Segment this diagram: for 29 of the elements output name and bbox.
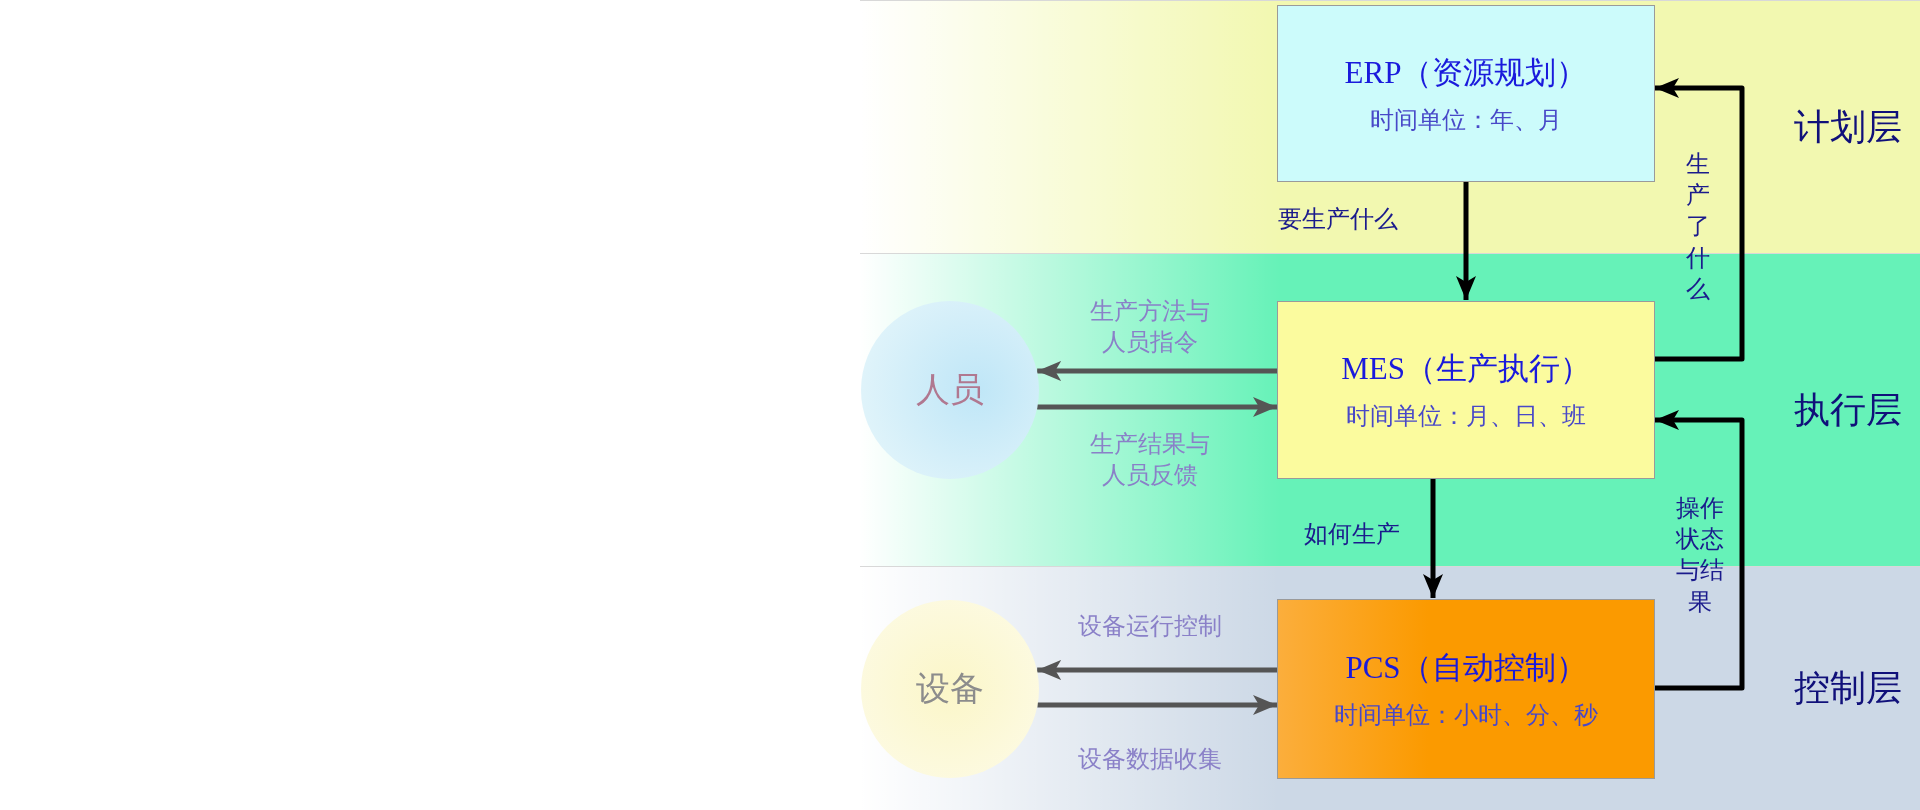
circle-label: 人员 (916, 368, 984, 411)
process-box (1277, 599, 1655, 779)
process-box (1277, 5, 1655, 182)
box-title: MES（生产执行） (1341, 350, 1591, 388)
arrow (1037, 660, 1277, 680)
box-subtitle: 时间单位：小时、分、秒 (1334, 701, 1598, 730)
edge-label: 生产结果与人员反馈 (1089, 428, 1211, 491)
edge-label: 设备数据收集 (1078, 744, 1222, 776)
box-subtitle: 时间单位：月、日、班 (1346, 402, 1586, 431)
layer-label: 计划层 (1794, 104, 1902, 149)
circle-label: 设备 (916, 667, 984, 710)
arrow (1037, 397, 1277, 417)
arrow (1037, 361, 1277, 381)
arrow (1655, 78, 1745, 362)
edge-label: 生产方法与人员指令 (1089, 295, 1211, 358)
layer-label: 控制层 (1794, 666, 1902, 710)
box-subtitle: 时间单位：年、月 (1370, 105, 1562, 135)
arrow (1456, 181, 1476, 300)
arrow (1655, 410, 1745, 691)
edge-label: 设备运行控制 (1078, 611, 1222, 643)
box-title: ERP（资源规划） (1344, 53, 1588, 92)
edge-label: 要生产什么 (1278, 204, 1398, 236)
box-title: PCS（自动控制） (1345, 649, 1587, 687)
edge-label: 操作状态与结果 (1675, 492, 1725, 618)
arrow (1037, 695, 1277, 715)
arrow (1423, 478, 1443, 598)
layer-label: 执行层 (1794, 387, 1902, 432)
edge-label: 如何生产 (1304, 519, 1400, 551)
process-box (1277, 301, 1655, 479)
